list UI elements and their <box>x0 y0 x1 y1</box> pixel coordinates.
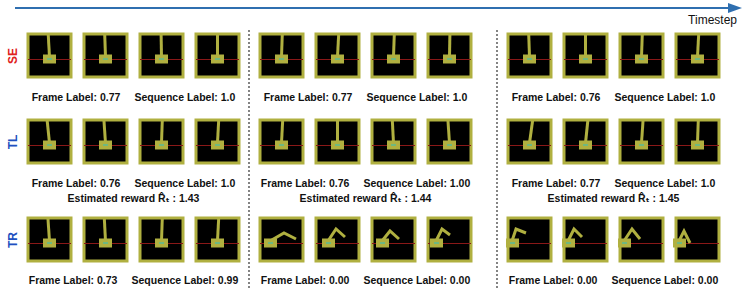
sequence-label: Sequence Label: 0.99 <box>131 274 238 286</box>
label-row: Frame Label: 0.76 Sequence Label: 1.0 <box>32 177 236 189</box>
label-row: Frame Label: 0.76 Sequence Label: 1.0 <box>512 91 716 103</box>
frame-label: Frame Label: 0.76 <box>32 177 121 189</box>
sequence-label: Sequence Label: 1.0 <box>614 91 715 103</box>
separator <box>248 30 249 290</box>
sequence-label: Sequence Label: 1.0 <box>366 91 467 103</box>
label-row: Frame Label: 0.77 Sequence Label: 1.0 <box>32 91 236 103</box>
label-row: Frame Label: 0.77 Sequence Label: 1.0 <box>512 177 716 189</box>
frame-label: Frame Label: 0.00 <box>509 274 598 286</box>
row-label: TR <box>6 232 20 248</box>
row-label: SE <box>6 48 20 64</box>
frame-label: Frame Label: 0.76 <box>512 91 601 103</box>
label-row: Frame Label: 0.00 Sequence Label: 0.00 <box>509 274 719 286</box>
frame-label: Frame Label: 0.77 <box>512 177 601 189</box>
sequence-label: Sequence Label: 1.00 <box>363 177 470 189</box>
row-label: TL <box>6 135 20 150</box>
frame-label: Frame Label: 0.73 <box>29 274 118 286</box>
frame-label: Frame Label: 0.76 <box>261 177 350 189</box>
axis-label: Timestep <box>688 13 737 27</box>
timestep-arrow <box>15 7 730 9</box>
label-row: Frame Label: 0.77 Sequence Label: 1.0 <box>264 91 468 103</box>
separator <box>496 30 497 290</box>
sequence-label: Sequence Label: 0.00 <box>611 274 718 286</box>
frames <box>28 34 719 261</box>
sequence-label: Sequence Label: 1.0 <box>134 177 235 189</box>
label-row: Frame Label: 0.73 Sequence Label: 0.99 <box>29 274 239 286</box>
sequence-label: Sequence Label: 1.0 <box>614 177 715 189</box>
sequence-label: Sequence Label: 0.00 <box>363 274 470 286</box>
arrow-head <box>728 3 742 13</box>
frame-label: Frame Label: 0.00 <box>261 274 350 286</box>
reward-label: Estimated reward R̂ₜ : 1.43 <box>68 192 200 204</box>
label-row: Frame Label: 0.00 Sequence Label: 0.00 <box>261 274 471 286</box>
reward-label: Estimated reward R̂ₜ : 1.44 <box>300 192 432 204</box>
frame-label: Frame Label: 0.77 <box>264 91 353 103</box>
frame-label: Frame Label: 0.77 <box>32 91 121 103</box>
sequence-label: Sequence Label: 1.0 <box>134 91 235 103</box>
label-row: Frame Label: 0.76 Sequence Label: 1.00 <box>261 177 471 189</box>
reward-label: Estimated reward R̂ₜ : 1.45 <box>548 192 680 204</box>
